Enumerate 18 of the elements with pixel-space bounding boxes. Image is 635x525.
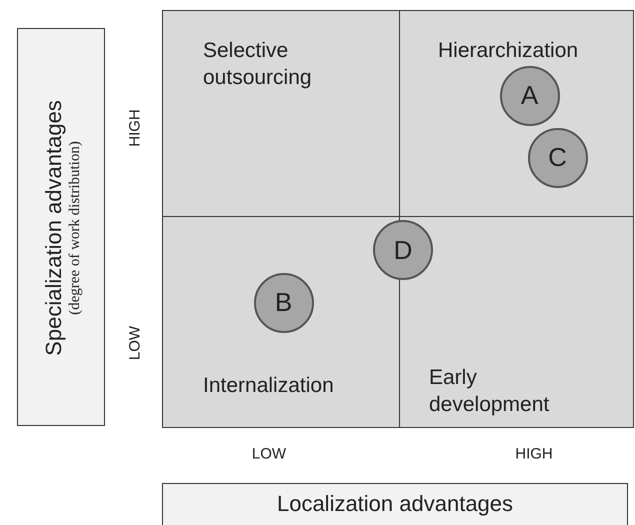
quadrant-label: Early development — [429, 365, 550, 418]
axis-level-label: LOW — [252, 446, 286, 462]
quadrant-panel — [399, 10, 634, 217]
circle-marker: B — [254, 272, 314, 332]
quadrant-label: Selective outsourcing — [203, 38, 313, 91]
circle-marker: C — [528, 128, 588, 188]
axis-subtitle: (degree of work distribution) — [66, 141, 84, 315]
circle-marker: A — [500, 66, 560, 126]
axis-level-label: LOW — [126, 326, 144, 360]
quadrant-label: Hierarchization — [438, 38, 580, 64]
axis-level-label: HIGH — [126, 109, 144, 147]
axis-title: Localization advantages — [276, 491, 514, 517]
axis-title-box — [17, 28, 105, 426]
axis-level-label: HIGH — [515, 446, 553, 462]
axis-title: Specialization advantages — [40, 100, 66, 356]
quadrant-panel — [162, 10, 400, 217]
quadrant-label: Internalization — [203, 373, 335, 399]
axis-title-box — [162, 483, 628, 525]
